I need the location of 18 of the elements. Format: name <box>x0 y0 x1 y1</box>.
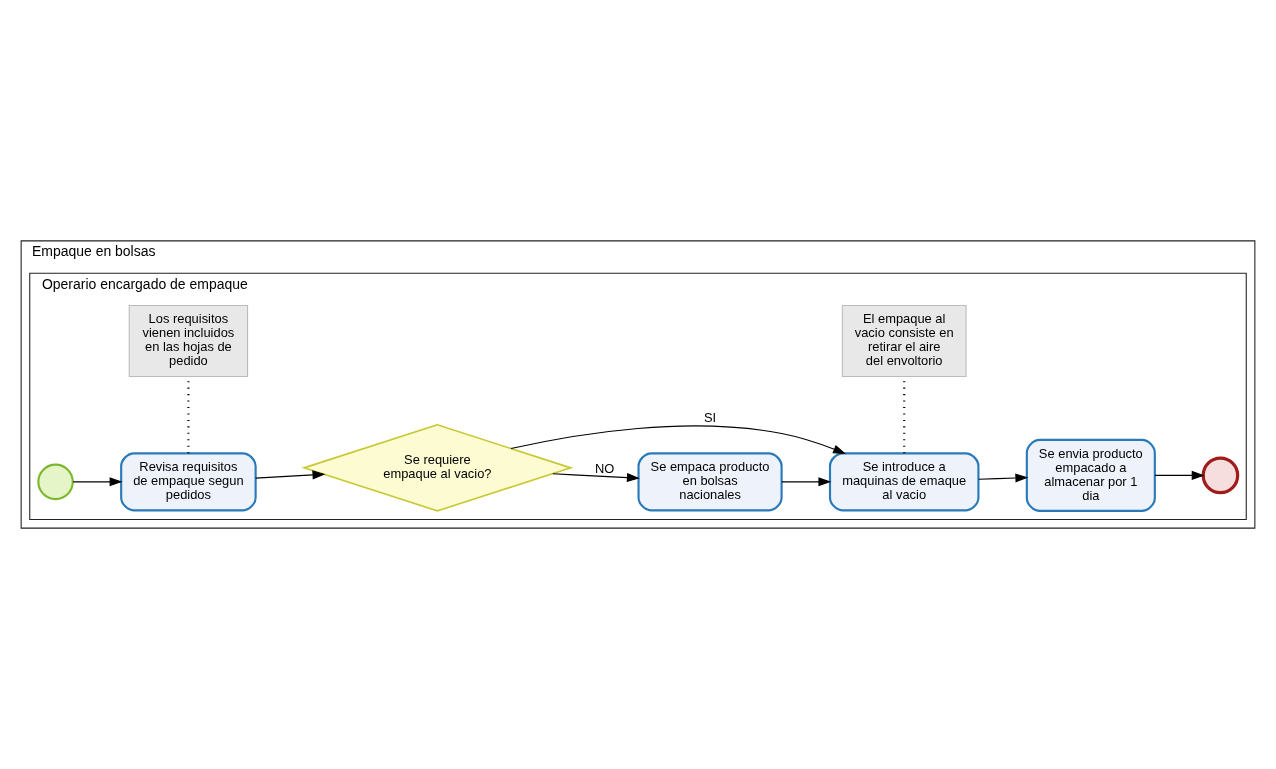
arrow <box>72 477 123 487</box>
node-circle <box>1201 456 1240 495</box>
node-box: Se envia producto empacado a almacenar por 1 dia <box>1025 438 1156 512</box>
node-box: Se introduce a maquinas de emaque al vacio <box>828 452 980 512</box>
node-box: Se empaca producto en bolsas nacionales <box>637 452 783 512</box>
node-diamond: Se requiere empaque al vacio? <box>301 424 574 512</box>
arrow <box>978 473 1029 483</box>
node-box: El empaque al vacio consiste en retirar el aire del envoltorio <box>841 304 967 377</box>
edge-label: NO <box>594 460 615 476</box>
edge-label: SI <box>703 410 717 426</box>
arrow <box>1154 470 1205 480</box>
arrow <box>255 470 326 480</box>
arrow <box>552 473 640 483</box>
arrow <box>781 477 832 487</box>
node-box: Revisa requisitos de empaque segun pedidos <box>120 452 257 512</box>
arrow <box>510 425 847 454</box>
node-circle <box>37 463 74 501</box>
node-box: Los requisitos vienen incluidos en las hojas de pedido <box>128 304 249 377</box>
